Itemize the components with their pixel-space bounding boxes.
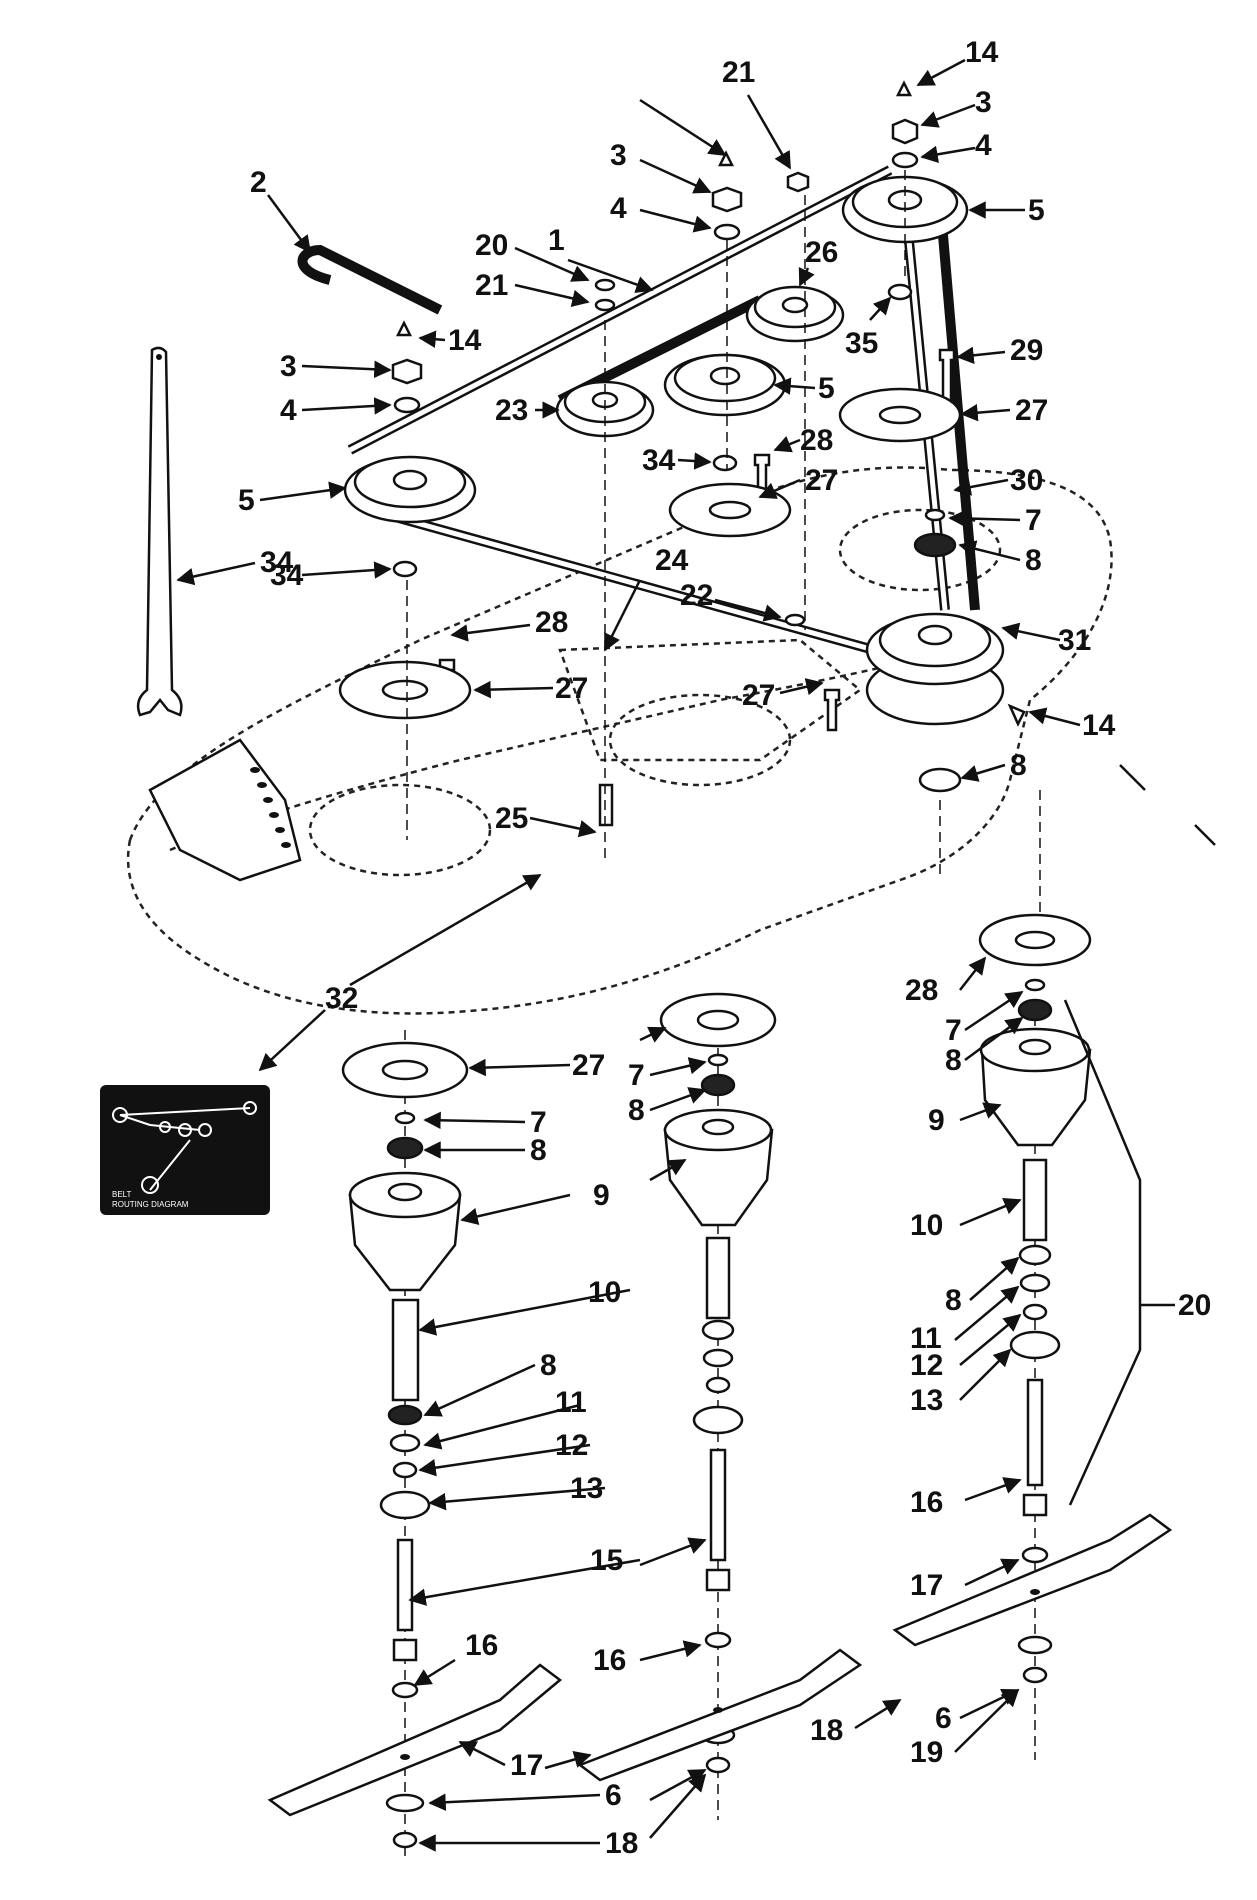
- callout-label: 6: [605, 1779, 622, 1812]
- callout-label: 26: [805, 236, 838, 269]
- callout-label: 27: [572, 1049, 605, 1082]
- callout-label: 20: [475, 229, 508, 262]
- callout-label: 3: [280, 350, 297, 383]
- callout-label: 5: [1028, 194, 1045, 227]
- callout-label: 28: [535, 606, 568, 639]
- bearing-plates-upper: [338, 387, 962, 720]
- callout-label: 16: [465, 1629, 498, 1662]
- callout-label: 9: [593, 1179, 610, 1212]
- spindle-assembly-center: [659, 992, 777, 1774]
- callout-label: 19: [910, 1736, 943, 1769]
- callout-label: 22: [680, 579, 713, 612]
- callout-label: 30: [1010, 464, 1043, 497]
- callout-label: 18: [605, 1827, 638, 1860]
- callout-label: 10: [910, 1209, 943, 1242]
- callout-label: 4: [975, 129, 992, 162]
- callout-label: 28: [800, 424, 833, 457]
- callout-label: 34: [260, 546, 294, 579]
- callout-label: 13: [910, 1384, 943, 1417]
- decal-line-1: BELT: [112, 1190, 132, 1199]
- callout-label: 8: [628, 1094, 645, 1127]
- callout-label: 1: [548, 224, 565, 257]
- assembly-bracket-19: [1063, 999, 1142, 1506]
- callout-label: 8: [540, 1349, 557, 1382]
- callout-label: 23: [495, 394, 528, 427]
- callout-label: 31: [1058, 624, 1091, 657]
- belt-routing-decal: BELT ROUTING DIAGRAM: [100, 1085, 270, 1215]
- callout-label: 7: [530, 1106, 547, 1139]
- blade-right: [892, 1513, 1173, 1647]
- pulley-double-30: [865, 612, 1005, 726]
- callout-label: 3: [975, 86, 992, 119]
- callout-label: 13: [570, 1472, 603, 1505]
- callout-label: 6: [935, 1702, 952, 1735]
- pulley-center: [663, 353, 787, 417]
- callout-label: 16: [593, 1644, 626, 1677]
- callout-label: 27: [555, 672, 588, 705]
- callout-label: 11: [910, 1322, 942, 1355]
- decal-line-2: ROUTING DIAGRAM: [112, 1200, 189, 1209]
- callout-label: 12: [910, 1349, 943, 1382]
- callout-label: 2: [250, 166, 267, 199]
- spindle-assembly-right: [978, 913, 1092, 1684]
- callout-label: 28: [905, 974, 938, 1007]
- spindle-assembly-left: [341, 1041, 469, 1849]
- callout-label: 34: [642, 444, 676, 477]
- callout-label: 8: [945, 1044, 962, 1077]
- callout-label: 32: [325, 982, 358, 1015]
- callout-label: 16: [910, 1486, 943, 1519]
- callout-label: 4: [610, 192, 627, 225]
- pulley-idler-25: [745, 285, 845, 343]
- callout-label: 12: [555, 1429, 588, 1462]
- callout-label: 20: [1178, 1289, 1211, 1322]
- blade-left: [267, 1663, 563, 1817]
- callout-label: 21: [475, 269, 508, 302]
- callout-label: 8: [945, 1284, 962, 1317]
- callout-label: 17: [910, 1569, 943, 1602]
- callout-label: 7: [1025, 504, 1042, 537]
- discharge-chute: [148, 738, 302, 882]
- callout-label: 27: [805, 464, 838, 497]
- callout-label: 7: [628, 1059, 645, 1092]
- callout-labels: 1 2 3 3 3 4 4 4 5 5 5 6 6 7 7 7 7 8 8 8 …: [238, 36, 1211, 1860]
- callout-label: 25: [495, 802, 528, 835]
- callout-label: 17: [510, 1749, 543, 1782]
- callout-label: 5: [238, 484, 255, 517]
- leader-lines: [176, 58, 1175, 1852]
- top-hardware: [391, 80, 1026, 793]
- blade-center: [577, 1648, 863, 1782]
- callout-label: 11: [555, 1386, 587, 1419]
- pulley-left: [343, 455, 477, 524]
- callout-label: 14: [1082, 709, 1116, 742]
- callout-label: 3: [610, 139, 627, 172]
- callout-label: 14: [965, 36, 999, 69]
- callout-label: 27: [742, 679, 775, 712]
- callout-label: 7: [945, 1014, 962, 1047]
- callout-label: 4: [280, 394, 297, 427]
- callout-label: 24: [655, 544, 689, 577]
- callout-label: 8: [530, 1134, 547, 1167]
- callout-label: 15: [590, 1544, 623, 1577]
- callout-label: 5: [818, 372, 835, 405]
- callout-label: 35: [845, 327, 878, 360]
- callout-label: 8: [1025, 544, 1042, 577]
- callout-label: 21: [722, 56, 755, 89]
- callout-label: 29: [1010, 334, 1043, 367]
- callout-label: 14: [448, 324, 482, 357]
- callout-label: 18: [810, 1714, 843, 1747]
- callout-label: 8: [1010, 749, 1027, 782]
- callout-label: 9: [928, 1104, 945, 1137]
- callout-label: 27: [1015, 394, 1048, 427]
- callout-label: 10: [588, 1276, 621, 1309]
- wrench: [136, 346, 183, 717]
- callout-label: 34: [270, 559, 304, 592]
